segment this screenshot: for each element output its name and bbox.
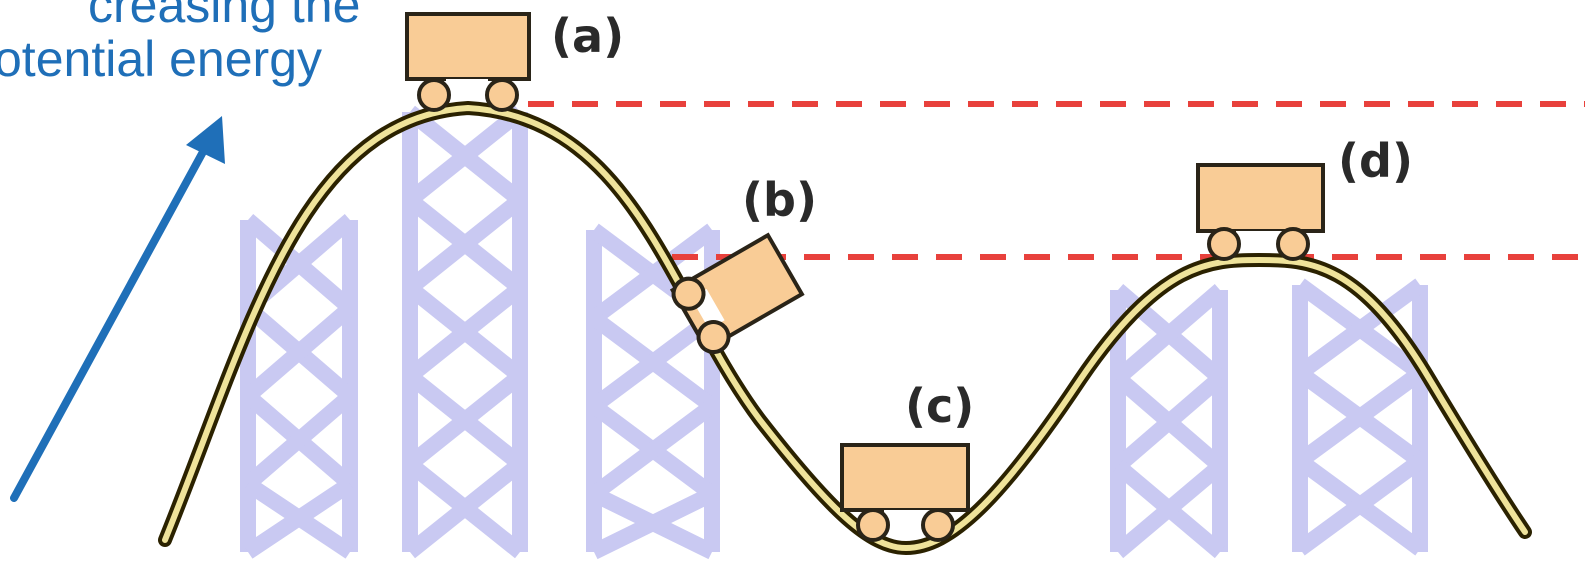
cart-a: [405, 12, 531, 112]
support-tower-left: [240, 213, 358, 559]
cart-b: [669, 232, 805, 355]
cart-c: [840, 443, 970, 542]
support-tower-mid: [586, 223, 720, 560]
support-tower-right-a: [1110, 283, 1228, 559]
support-tower-right-b: [1292, 278, 1428, 556]
coaster-track-rail: [162, 104, 1528, 552]
increasing-arrow-shaft: [10, 146, 208, 502]
label-c: (c): [905, 379, 974, 433]
increasing-arrow-head: [186, 116, 225, 164]
caption-line-1: creasing the: [88, 0, 361, 33]
caption-line-2: otential energy: [0, 31, 323, 87]
label-b: (b): [742, 173, 817, 227]
support-tower-peak: [402, 105, 528, 559]
label-a: (a): [551, 9, 624, 63]
support-towers: [240, 105, 1428, 560]
label-d: (d): [1338, 134, 1413, 188]
cart-d: [1196, 163, 1325, 261]
